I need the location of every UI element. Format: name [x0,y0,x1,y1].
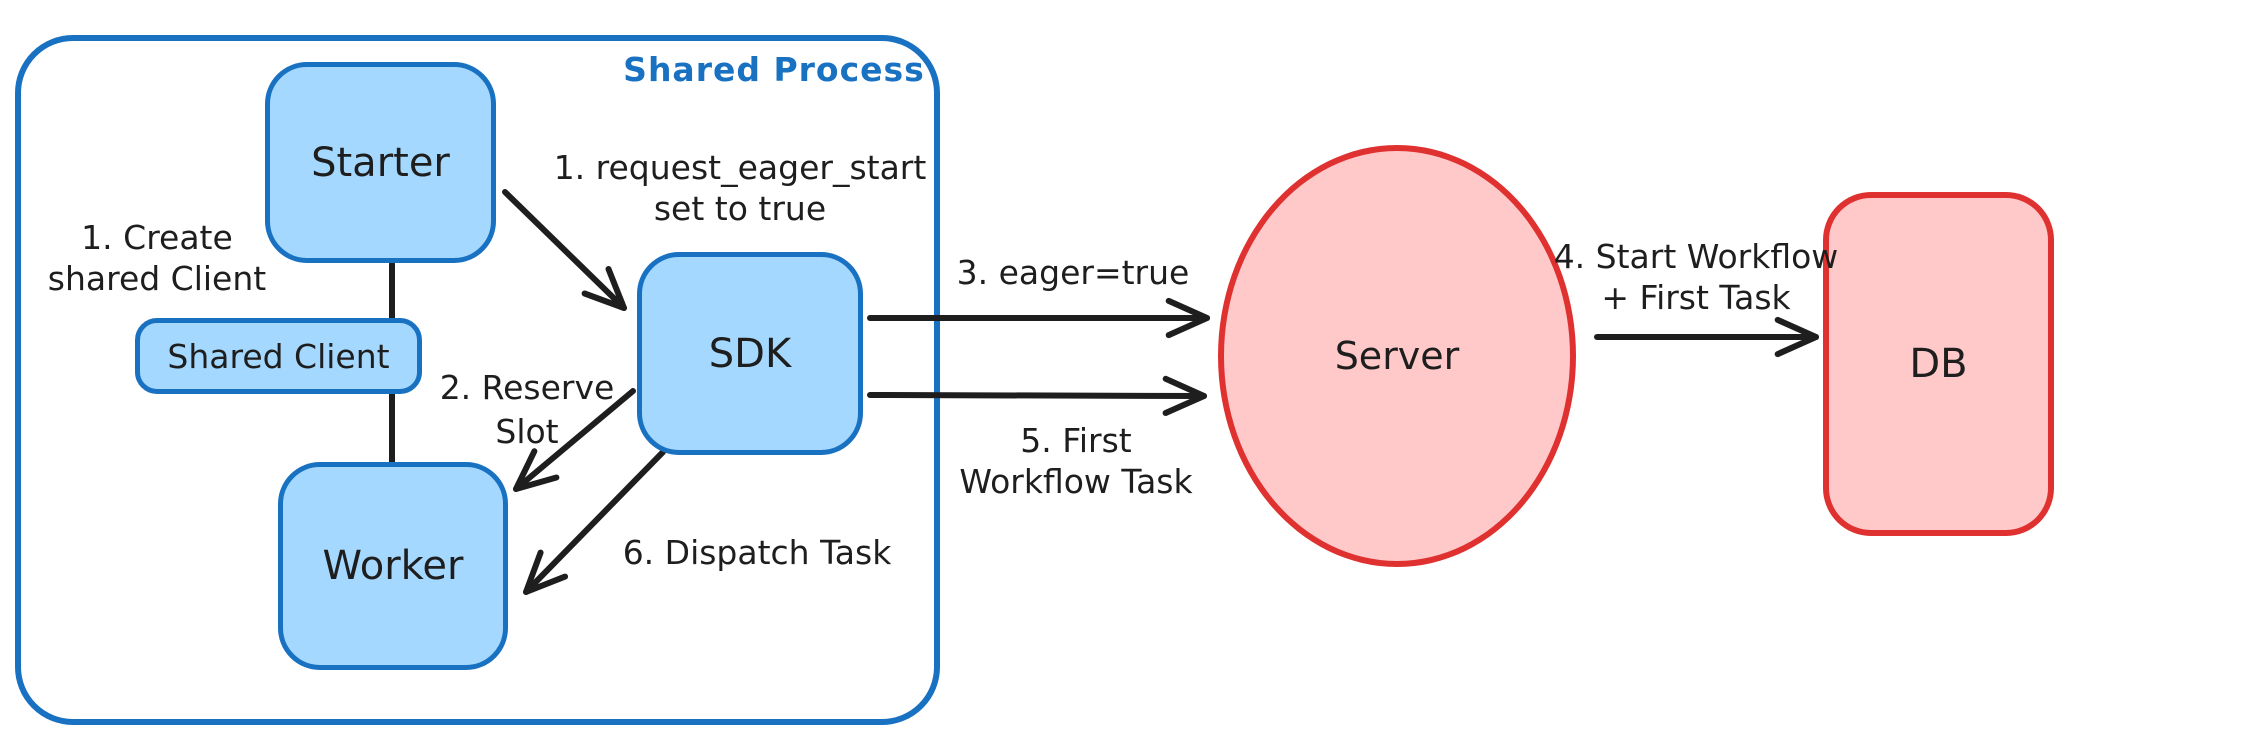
annotation-first-workflow-task: 5. First Workflow Task [926,420,1226,502]
annotation-line: 3. eager=true [956,253,1190,292]
node-server: Server [1218,145,1576,567]
annotation-line: 5. First [1020,421,1132,460]
annotation-line: + First Task [1601,278,1791,317]
annotation-line: 1. Create [81,218,233,257]
node-sdk-label: SDK [708,330,792,377]
annotation-create-shared-client: 1. Create shared Client [27,217,287,299]
annotation-line: shared Client [47,259,267,298]
annotation-start-workflow: 4. Start Workflow + First Task [1546,236,1846,318]
arrow-start-workflow [1594,316,1819,358]
annotation-line: set to true [653,189,827,228]
annotation-line: Workflow Task [959,462,1193,501]
annotation-line: 4. Start Workflow [1553,237,1839,276]
annotation-eager-true: 3. eager=true [923,252,1223,293]
node-sdk: SDK [637,252,863,455]
annotation-line: 2. Reserve [439,368,615,407]
node-worker-label: Worker [322,543,464,589]
annotation-line: 6. Dispatch Task [622,533,892,572]
node-shared-client-label: Shared Client [167,336,390,376]
annotation-reserve-slot: 2. Reserve Slot [427,366,627,454]
annotation-line: 1. request_eager_start [553,148,927,187]
node-db-label: DB [1909,341,1968,387]
node-worker: Worker [278,462,508,670]
node-db: DB [1823,192,2054,536]
shared-process-group [15,35,940,725]
node-shared-client: Shared Client [135,318,422,394]
annotation-dispatch-task: 6. Dispatch Task [607,532,907,573]
node-starter-label: Starter [311,139,450,186]
node-starter: Starter [265,62,496,263]
annotation-line: Slot [495,412,559,451]
annotation-request-eager-start: 1. request_eager_start set to true [539,147,941,229]
shared-process-label: Shared Process [623,50,925,89]
node-server-label: Server [1334,334,1460,378]
